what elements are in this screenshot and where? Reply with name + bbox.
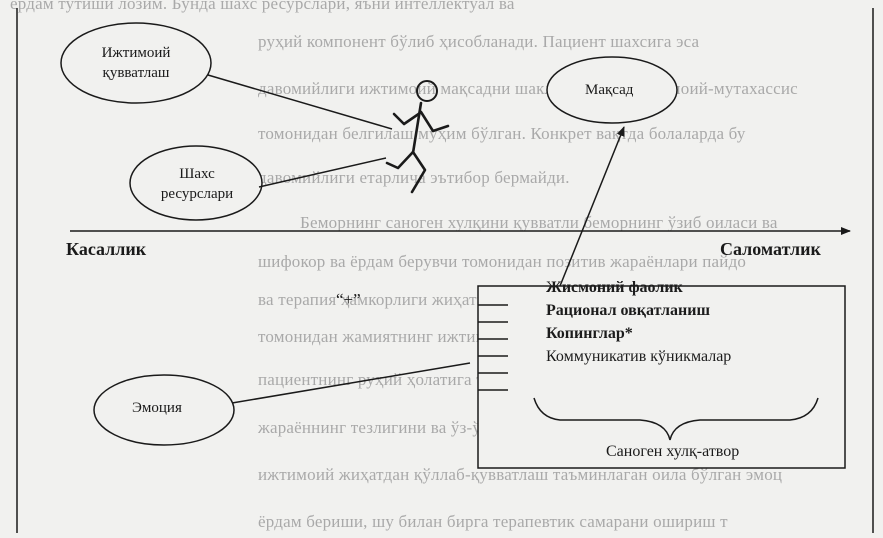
box-tick-marks [478,304,508,391]
personal-resources-label: Шахс ресурслари [150,164,244,204]
healthy-behavior-label: Саноген хулқ-атвор [606,443,740,460]
behavior-brace [533,397,819,441]
emotion-connector [231,362,471,404]
social-support-line-1: Ижтимоий [101,45,171,61]
emotion-ellipse [93,374,235,446]
disease-label: Касаллик [66,239,147,259]
social-support-line-2: қувватлаш [102,65,170,81]
goal-ellipse [546,56,678,124]
personal-resources-connector [258,157,387,188]
behavior-box-text: Жисмоний фаолик Рационал овқатланиш Копи… [546,276,731,368]
box-item-copings: Копинглар* [546,325,633,342]
plus-label: “+” [336,290,361,309]
personal-resources-line-2: ресурслари [160,186,234,202]
emotion-label: Эмоция [132,400,182,416]
personal-resources-line-1: Шахс [179,166,215,182]
box-item-rational-nutrition: Рационал овқатланиш [546,302,710,319]
box-to-goal-arrow [559,126,625,287]
social-support-label: Ижтимоий қувватлаш [70,43,202,83]
box-item-physical-activity: Жисмоний фаолик [546,279,683,296]
personal-resources-ellipse [129,145,263,221]
behavior-box [477,285,846,469]
box-item-communication-skills: Коммуникатив кўникмалар [546,348,732,365]
running-figure-icon [385,80,450,194]
social-support-ellipse [60,22,212,104]
health-label: Саломатлик [720,239,821,259]
social-support-connector [207,74,393,130]
goal-label: Мақсад [585,82,634,98]
